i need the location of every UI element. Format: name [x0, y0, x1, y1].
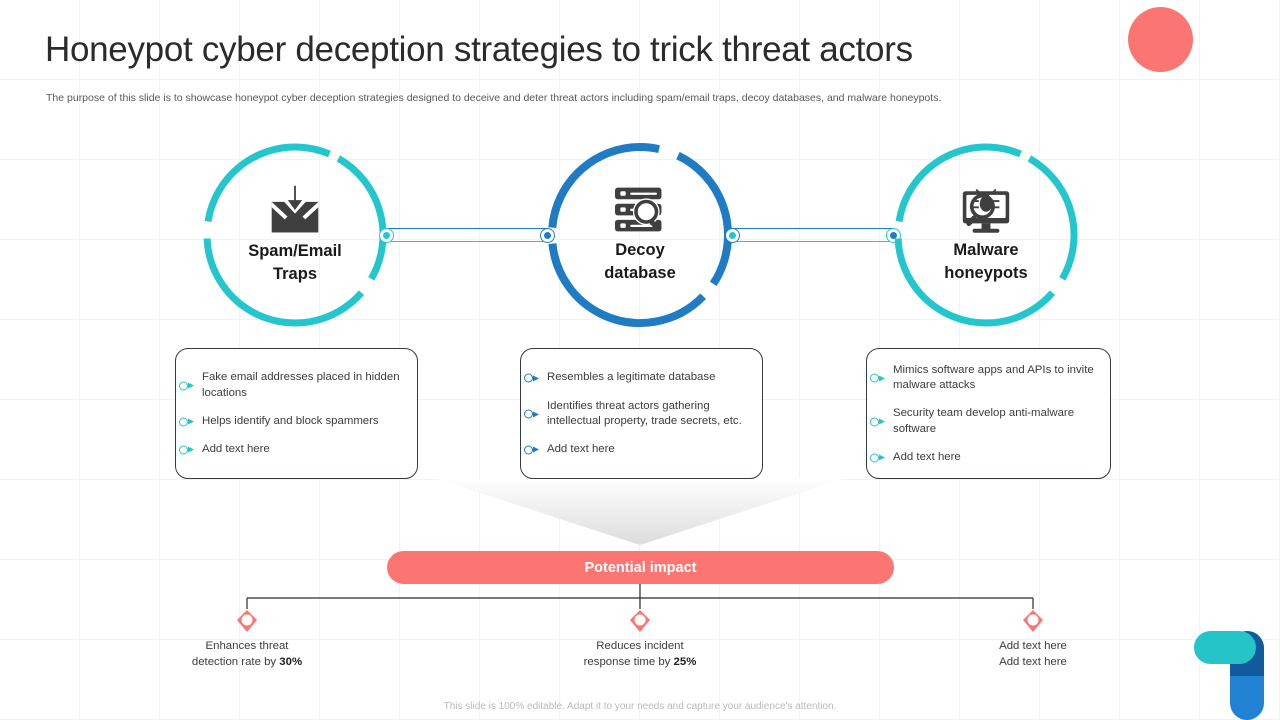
card-decoy-database[interactable]: Resembles a legitimate database Identifi… [520, 348, 763, 479]
impact-stat-line2: response time by 25% [583, 655, 697, 668]
bullet-marker-icon [870, 453, 886, 463]
bullet-text: Fake email addresses placed in hidden lo… [202, 371, 400, 399]
ring-decoy-database [545, 140, 735, 330]
node-label-decoy-database: Decoy database [604, 239, 676, 285]
node-label-line1: Malware [953, 241, 1019, 260]
node-label-line1: Spam/Email [248, 242, 342, 261]
potential-impact-banner[interactable]: Potential impact [387, 551, 894, 584]
bullet-item: Mimics software apps and APIs to invite … [870, 363, 1098, 394]
bullet-text: Helps identify and block spammers [202, 415, 379, 427]
monitor-bug-search-icon [958, 185, 1014, 235]
impact-stat-line2: Add text here [999, 655, 1067, 668]
node-spam-email-traps[interactable]: Spam/Email Traps [200, 140, 390, 330]
ring-malware-honeypots [891, 140, 1081, 330]
bullet-marker-icon [870, 373, 886, 383]
impact-stat-line2: detection rate by 30% [191, 655, 303, 668]
bullet-item: Add text here [179, 442, 405, 457]
bullet-item: Add text here [524, 442, 750, 457]
bullet-item: Add text here [870, 450, 1098, 465]
impact-stat-line1: Reduces incident [596, 640, 684, 652]
bullet-text: Add text here [547, 443, 615, 456]
node-label-spam-email-traps: Spam/Email Traps [248, 240, 342, 286]
stat-pin-icon [629, 609, 651, 633]
node-label-line2: honeypots [944, 264, 1028, 282]
brand-logo-mark [1194, 631, 1280, 720]
card-malware-honeypots[interactable]: Mimics software apps and APIs to invite … [866, 348, 1111, 479]
envelope-download-icon [266, 184, 324, 236]
impact-stat-2: Reduces incident response time by 25% [530, 639, 750, 670]
bullet-text: Identifies threat actors gathering intel… [547, 399, 742, 427]
bullet-item: Helps identify and block spammers [179, 414, 405, 429]
connector-line [732, 228, 894, 242]
footer-note: This slide is 100% editable. Adapt it to… [443, 701, 837, 712]
bullet-text: Add text here [893, 450, 961, 463]
connector-node-left [725, 227, 740, 243]
bullet-text: Security team develop anti-malware softw… [893, 407, 1075, 435]
bullet-marker-icon [524, 409, 540, 419]
node-label-line2: database [604, 264, 676, 282]
connector-node-left [379, 227, 394, 243]
impact-stat-line1: Enhances threat [205, 640, 289, 652]
stat-pin-icon [236, 609, 258, 633]
impact-stat-3: Add text here Add text here [923, 639, 1143, 670]
bullet-marker-icon [870, 417, 886, 427]
bullet-text: Mimics software apps and APIs to invite … [893, 363, 1094, 392]
bullet-marker-icon [179, 417, 195, 427]
database-search-icon [612, 185, 668, 235]
connector-1 [379, 224, 555, 246]
decorative-circle [1128, 7, 1193, 72]
bullet-item: Security team develop anti-malware softw… [870, 406, 1098, 437]
potential-impact-label: Potential impact [584, 559, 697, 576]
logo-horizontal-pill [1194, 631, 1256, 664]
page-title: Honeypot cyber deception strategies to t… [45, 30, 913, 69]
impact-stats-connector [0, 584, 1280, 630]
bullet-item: Identifies threat actors gathering intel… [524, 399, 750, 430]
impact-stat-value: 30% [279, 655, 303, 668]
impact-stat-1: Enhances threat detection rate by 30% [137, 639, 357, 670]
impact-stat-line1: Add text here [999, 640, 1067, 652]
bullet-marker-icon [179, 445, 195, 455]
funnel-arrow [437, 479, 843, 547]
node-label-malware-honeypots: Malware honeypots [944, 239, 1027, 285]
node-label-line1: Decoy [615, 241, 665, 260]
page-subtitle: The purpose of this slide is to showcase… [46, 92, 942, 104]
connector-node-right [540, 227, 555, 243]
bullet-marker-icon [524, 373, 540, 383]
bullet-text: Add text here [202, 443, 270, 456]
bullet-marker-icon [179, 381, 195, 391]
bullet-item: Resembles a legitimate database [524, 370, 750, 385]
ring-spam-email-traps [200, 140, 390, 330]
connector-line [386, 228, 548, 242]
bullet-item: Fake email addresses placed in hidden lo… [179, 370, 405, 401]
bullet-text: Resembles a legitimate database [547, 371, 716, 384]
connector-2 [725, 224, 901, 246]
node-decoy-database[interactable]: Decoy database [545, 140, 735, 330]
card-spam-email-traps[interactable]: Fake email addresses placed in hidden lo… [175, 348, 418, 479]
stat-pin-icon [1022, 609, 1044, 633]
node-malware-honeypots[interactable]: Malware honeypots [891, 140, 1081, 330]
bullet-marker-icon [524, 445, 540, 455]
node-label-line2: Traps [272, 265, 317, 283]
impact-stat-value: 25% [673, 655, 697, 668]
